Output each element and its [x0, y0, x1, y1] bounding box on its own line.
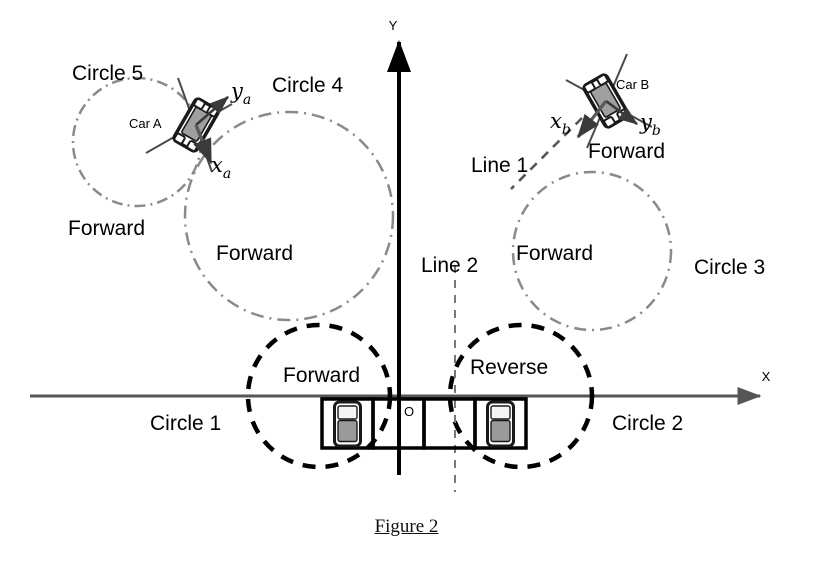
- circle-3-motion-label: Forward: [516, 242, 593, 265]
- circle-2-group: Circle 2 Reverse: [447, 322, 683, 470]
- circle-5-motion-label: Forward: [68, 217, 145, 240]
- line-2-group: Line 2: [421, 254, 478, 492]
- car-b-group: Car B yb xb Forward: [550, 53, 665, 163]
- circle-5-group: Circle 5 Forward: [68, 62, 203, 240]
- car-a-y-axis-symbol: y: [230, 79, 244, 103]
- car-b-y-axis-subscript: b: [652, 123, 661, 139]
- axes-group: Y X O: [30, 18, 771, 475]
- circle-2-label: Circle 2: [612, 412, 683, 435]
- y-axis-label: Y: [389, 18, 398, 33]
- parking-bay-4: [473, 397, 528, 450]
- x-axis-label: X: [762, 369, 771, 384]
- circle-3-path: [511, 170, 673, 332]
- car-a-y-axis-subscript: a: [243, 92, 251, 108]
- circle-2-motion-label: Reverse: [470, 356, 548, 379]
- parked-car-right: [486, 400, 515, 448]
- car-b-y-axis-label: yb: [639, 110, 661, 139]
- car-a-label: Car A: [129, 116, 162, 131]
- car-a-x-axis-arrow: [193, 124, 213, 165]
- car-a-x-axis-label: xa: [211, 153, 231, 182]
- circle-4-motion-label: Forward: [216, 242, 293, 265]
- line-2-label: Line 2: [421, 254, 478, 277]
- circle-4-group: Circle 4 Forward: [183, 74, 395, 322]
- line-1-group: Line 1: [471, 117, 583, 190]
- circle-4-path: [183, 110, 395, 322]
- origin-label: O: [404, 404, 414, 419]
- circle-4-label: Circle 4: [272, 74, 344, 97]
- car-b-x-axis-arrow: [576, 100, 608, 139]
- circle-1-label: Circle 1: [150, 412, 221, 435]
- circle-1-group: Circle 1 Forward: [150, 322, 393, 470]
- figure-caption: Figure 2: [0, 516, 813, 538]
- car-b-y-axis-arrow: [605, 99, 639, 126]
- car-a-x-axis-symbol: x: [211, 153, 223, 177]
- figure-caption-text: Figure 2: [374, 516, 439, 537]
- circle-2-path: [447, 322, 595, 470]
- car-b-x-axis-label: xb: [550, 109, 571, 138]
- circle-5-label: Circle 5: [72, 62, 143, 85]
- circle-3-group: Circle 3 Forward: [511, 170, 765, 332]
- car-a-x-axis-subscript: a: [223, 166, 231, 182]
- parked-car-left: [333, 400, 362, 448]
- car-b-label: Car B: [616, 77, 649, 92]
- line-1-label: Line 1: [471, 154, 528, 177]
- car-a-y-axis-label: ya: [230, 79, 251, 108]
- car-b-y-axis-symbol: y: [639, 110, 653, 134]
- circle-1-motion-label: Forward: [283, 364, 360, 387]
- car-b-motion-label: Forward: [588, 140, 665, 163]
- car-b-x-axis-subscript: b: [562, 122, 571, 138]
- car-b-x-axis-symbol: x: [550, 109, 562, 133]
- car-a-y-axis-arrow: [195, 96, 229, 126]
- car-a-group: Car A ya xa: [129, 77, 251, 182]
- circle-1-path: [245, 322, 393, 470]
- line-1-path: [510, 117, 583, 190]
- circle-3-label: Circle 3: [694, 256, 765, 279]
- parking-area-group: [320, 397, 528, 450]
